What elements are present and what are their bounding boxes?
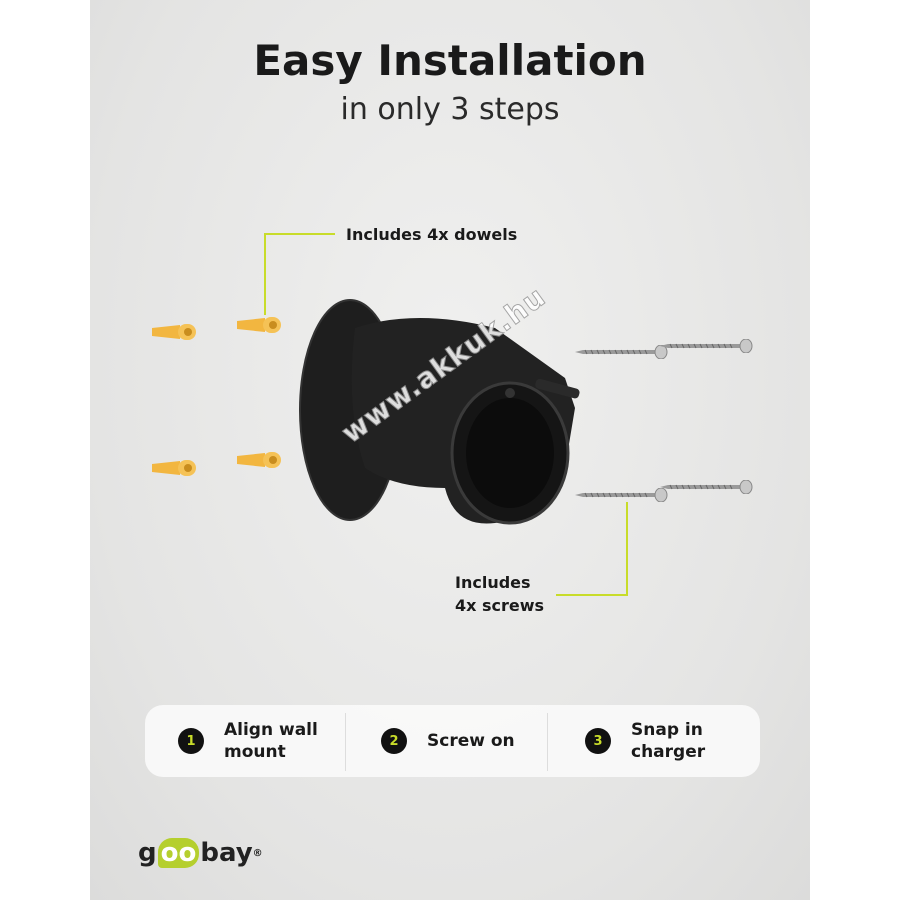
screws-callout-line-vertical — [626, 502, 628, 596]
dowel-icon — [237, 317, 281, 333]
dowel-icon — [152, 324, 196, 340]
installation-steps: 1 Align wall mount 2 Screw on 3 Snap in … — [145, 705, 760, 777]
step-number-badge: 3 — [585, 728, 611, 754]
step-label: Align wall mount — [224, 720, 318, 762]
step-label: Screw on — [427, 731, 515, 751]
logo-text-highlight: oo — [157, 838, 200, 868]
step-2: 2 Screw on — [381, 705, 515, 777]
step-1: 1 Align wall mount — [178, 705, 318, 777]
page-subtitle: in only 3 steps — [340, 92, 560, 127]
screws-callout-line — [556, 594, 628, 596]
screw-icon — [660, 480, 753, 494]
trademark: ® — [252, 847, 263, 859]
screws-callout-line1: Includes — [455, 573, 531, 592]
dowels-callout-line — [265, 233, 335, 235]
screws-callout-line2: 4x screws — [455, 596, 545, 615]
product-panel: Easy Installation in only 3 steps Includ… — [90, 0, 810, 900]
logo-text: bay — [200, 838, 253, 868]
dowel-icon — [152, 460, 196, 476]
logo-text: g — [138, 838, 157, 868]
screw-icon — [575, 488, 668, 502]
dowels-callout: Includes 4x dowels — [346, 225, 518, 244]
dowel-icon — [237, 452, 281, 468]
screw-icon — [660, 339, 753, 353]
dowels-callout-line-vertical — [264, 233, 266, 315]
step-divider — [547, 713, 548, 771]
wall-mount-image — [299, 299, 580, 525]
screw-icon — [575, 345, 668, 359]
step-number-badge: 1 — [178, 728, 204, 754]
step-label: Snap in charger — [631, 720, 706, 762]
step-number-badge: 2 — [381, 728, 407, 754]
screws-callout: Includes 4x screws — [455, 571, 544, 617]
step-divider — [345, 713, 346, 771]
page-title: Easy Installation — [253, 36, 647, 85]
step-3: 3 Snap in charger — [585, 705, 705, 777]
